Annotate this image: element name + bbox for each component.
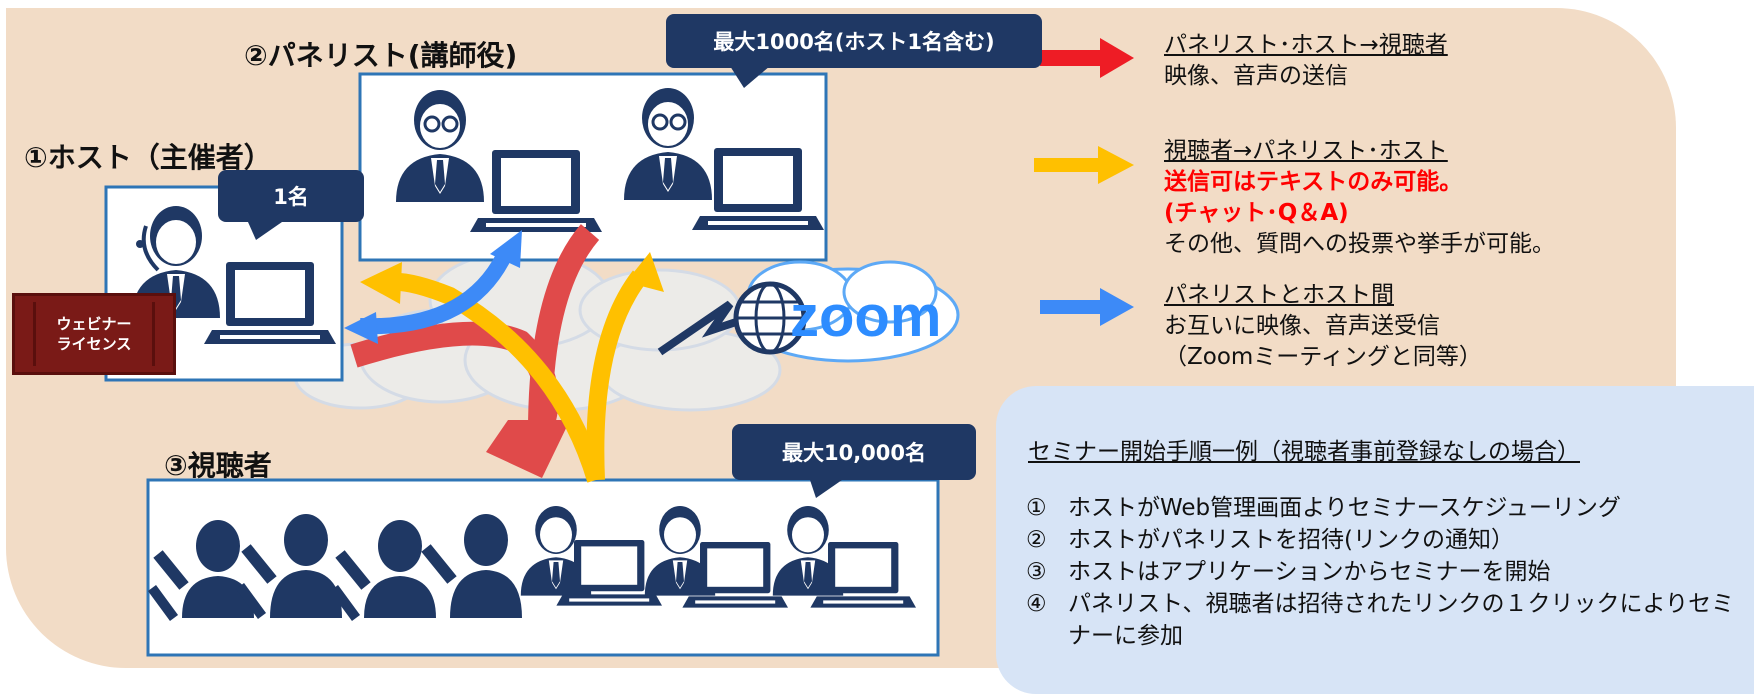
legend-item-yellow: 視聴者→パネリスト･ホスト 送信可はテキストのみ可能。 (チャット･Q＆A) そ…: [1164, 136, 1555, 260]
legend-red-line: (チャット･Q＆A): [1164, 200, 1349, 226]
webinar-license-badge: ウェビナー ライセンス: [12, 293, 176, 375]
license-line1: ウェビナー: [56, 315, 132, 333]
panelist-max-callout: 最大1000名(ホスト1名含む): [666, 14, 1042, 68]
procedure-step: ② ホストがパネリストを招待(リンクの通知）: [1026, 524, 1748, 556]
legend-item-red: パネリスト･ホスト→視聴者 映像、音声の送信: [1164, 30, 1448, 92]
procedure-step: ③ ホストはアプリケーションからセミナーを開始: [1026, 556, 1748, 588]
legend-blue-arrow-icon: [1040, 288, 1134, 326]
legend-line: その他、質問への投票や挙手が可能。: [1164, 231, 1555, 257]
panelist-role-label: ②パネリスト(講師役): [244, 39, 518, 72]
raised-hand-viewers-icon: [147, 514, 522, 621]
step-number: ①: [1026, 495, 1047, 521]
step-text: パネリスト、視聴者は招待されたリンクの１クリックによりセミナーに参加: [1068, 591, 1735, 649]
viewer-role-label: ③視聴者: [164, 449, 272, 482]
viewer-max-callout: 最大10,000名: [732, 424, 976, 480]
host-role-label: ①ホスト（主催者）: [24, 141, 272, 174]
step-text: ホストがWeb管理画面よりセミナースケジューリング: [1068, 495, 1621, 521]
legend-item-blue: パネリストとホスト間 お互いに映像、音声送受信 （Zoomミーティングと同等）: [1164, 280, 1482, 373]
step-text: ホストはアプリケーションからセミナーを開始: [1068, 559, 1551, 585]
legend-yellow-arrow-icon: [1034, 146, 1134, 184]
zoom-logo-text: zoom: [790, 284, 941, 349]
legend-heading: パネリスト･ホスト→視聴者: [1164, 32, 1448, 58]
panelist-box: [358, 72, 828, 262]
legend-red-line: 送信可はテキストのみ可能。: [1164, 169, 1463, 195]
legend-line: お互いに映像、音声送受信: [1164, 313, 1440, 339]
procedure-steps: ① ホストがWeb管理画面よりセミナースケジューリング ② ホストがパネリストを招待…: [1026, 492, 1748, 652]
viewer-box: [146, 478, 940, 657]
legend-heading: 視聴者→パネリスト･ホスト: [1164, 138, 1448, 164]
procedure-title: セミナー開始手順一例（視聴者事前登録なしの場合）: [1028, 439, 1580, 465]
step-number: ④: [1026, 591, 1047, 617]
host-count-callout: 1名: [218, 170, 364, 222]
legend-red-arrow-icon: [1040, 38, 1134, 78]
legend-heading: パネリストとホスト間: [1164, 282, 1394, 308]
procedure-step: ④ パネリスト、視聴者は招待されたリンクの１クリックによりセミナーに参加: [1026, 588, 1748, 652]
zoom-logo-icon: zoom: [657, 260, 960, 363]
legend-line: 映像、音声の送信: [1164, 63, 1348, 89]
procedure-step: ① ホストがWeb管理画面よりセミナースケジューリング: [1026, 492, 1748, 524]
step-number: ②: [1026, 527, 1047, 553]
flow-arrows: [344, 224, 664, 483]
procedure-panel: [996, 386, 1754, 694]
step-text: ホストがパネリストを招待(リンクの通知）: [1068, 527, 1514, 553]
legend-line: （Zoomミーティングと同等）: [1164, 344, 1482, 370]
license-line2: ライセンス: [56, 335, 132, 353]
step-number: ③: [1026, 559, 1047, 585]
